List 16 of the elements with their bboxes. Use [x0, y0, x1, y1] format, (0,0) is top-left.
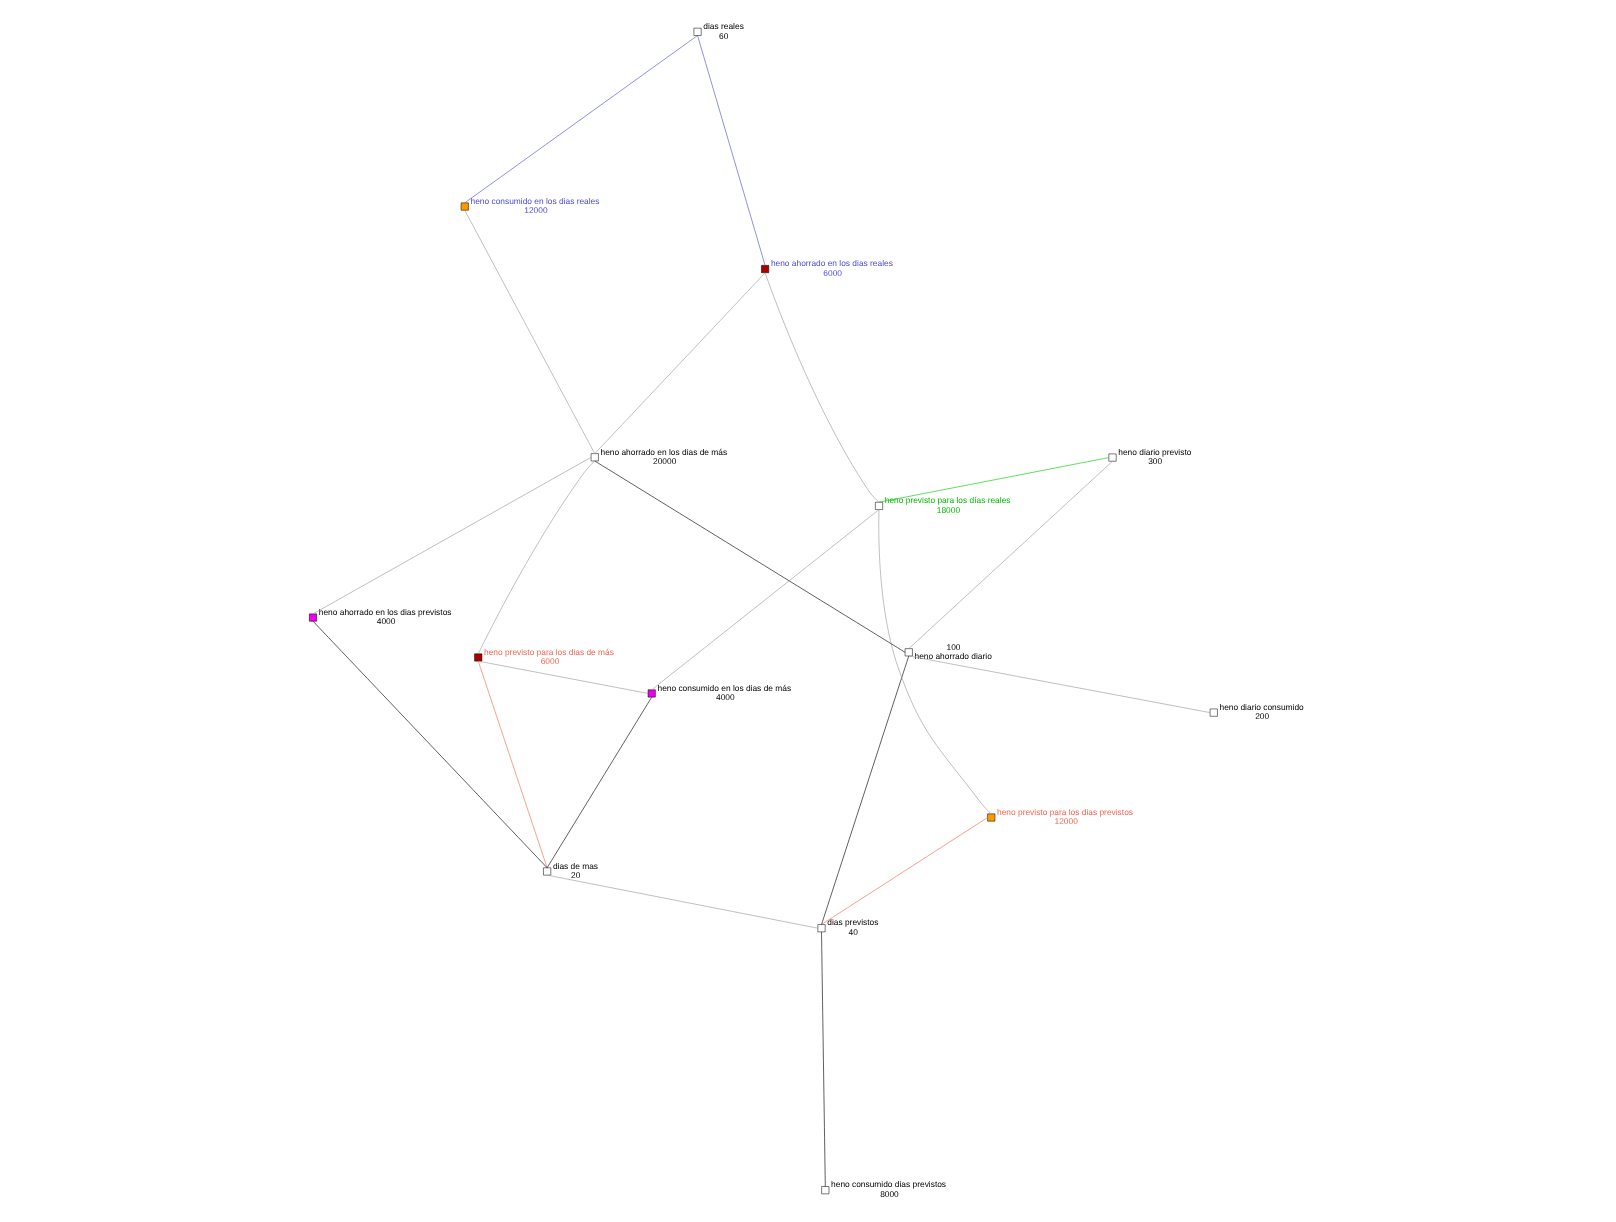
- connector: [908, 460, 1113, 649]
- connector: [477, 660, 649, 694]
- connector: [312, 457, 592, 615]
- connector: [546, 874, 819, 929]
- connector: [594, 272, 766, 454]
- connector: [908, 655, 1211, 713]
- connector: [764, 272, 880, 503]
- connector: [477, 460, 596, 655]
- connector: [697, 35, 766, 266]
- connector: [477, 660, 548, 869]
- connector: [651, 509, 880, 691]
- connector: [464, 209, 596, 454]
- connector: [821, 817, 988, 925]
- connector: [878, 509, 992, 815]
- connector: [878, 457, 1110, 503]
- connector: [464, 35, 698, 204]
